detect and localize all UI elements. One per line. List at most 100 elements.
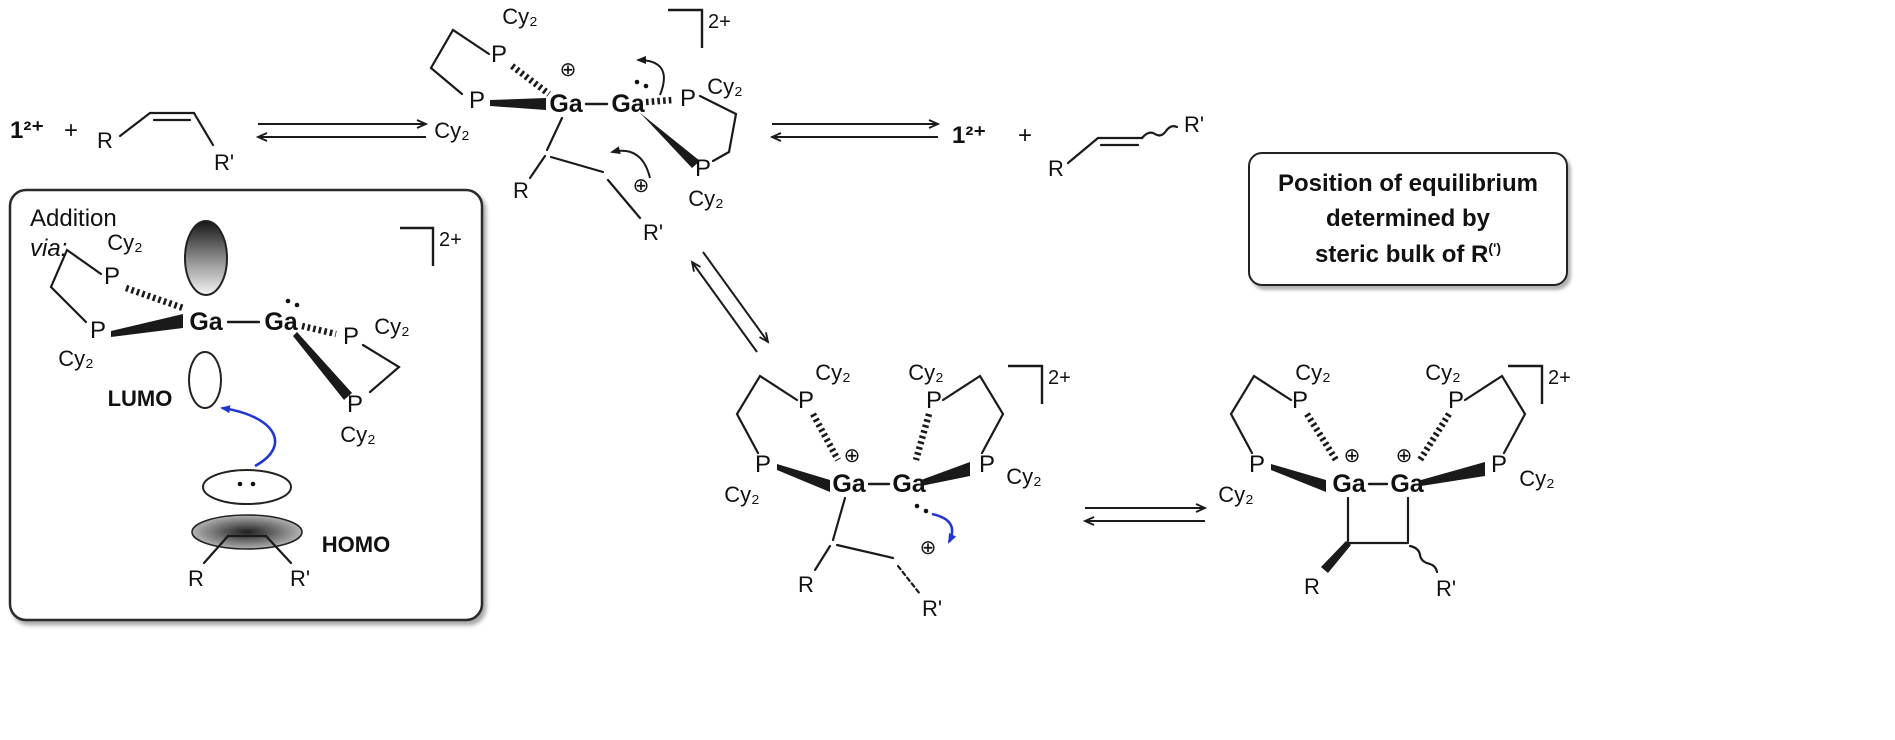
chelate-backbone bbox=[361, 343, 401, 394]
chelate-backbone bbox=[941, 374, 1005, 455]
charge-plus-circled: ⊕ bbox=[920, 537, 937, 559]
bond bbox=[813, 544, 832, 572]
orbital-lobe-filled bbox=[184, 220, 228, 296]
ligand-cy2-label: Cy₂ bbox=[374, 314, 409, 339]
charge-bracket bbox=[668, 8, 704, 48]
products-right: 1²⁺ + R R' bbox=[952, 112, 1204, 181]
bond bbox=[192, 111, 215, 147]
ligand-cy2-label: Cy₂ bbox=[688, 186, 723, 211]
addition-via-box: Addition via: Cy₂ P P Cy₂ Ga Ga 2+ P Cy₂… bbox=[8, 188, 484, 622]
bond bbox=[549, 155, 605, 174]
atom-p-label: P bbox=[798, 387, 814, 414]
chelate-backbone bbox=[49, 248, 103, 324]
charge-plus-circled: ⊕ bbox=[1344, 445, 1361, 467]
charge-plus-circled: ⊕ bbox=[560, 59, 577, 81]
ligand-cy2-label: Cy₂ bbox=[502, 4, 537, 29]
atom-p-label: P bbox=[347, 391, 363, 418]
substituent-r-prime: R' bbox=[643, 220, 663, 245]
lone-pair-dot bbox=[285, 298, 291, 304]
blue-electron-arrow bbox=[220, 405, 277, 468]
chelate-backbone bbox=[735, 374, 799, 455]
atom-p-label: P bbox=[491, 41, 507, 68]
wedge-bond bbox=[1271, 464, 1326, 492]
substituent-r-prime: R' bbox=[214, 150, 234, 175]
orbital-lobe-empty bbox=[188, 351, 222, 409]
reactants-left: 1²⁺ + R R' bbox=[10, 111, 234, 175]
bond bbox=[835, 543, 895, 560]
hashed-bond bbox=[645, 96, 674, 106]
bond bbox=[528, 154, 547, 180]
note-line-3: steric bulk of R(') bbox=[1315, 240, 1501, 269]
addition-title: Addition bbox=[30, 205, 117, 232]
chelate-backbone bbox=[1229, 374, 1293, 455]
atom-p-label: P bbox=[343, 323, 359, 350]
wavy-bond bbox=[1408, 544, 1439, 574]
wedge-bond bbox=[921, 462, 970, 486]
hashed-bond bbox=[1417, 412, 1452, 462]
lone-pair-dot bbox=[914, 503, 920, 509]
ligand-cy2-label: Cy₂ bbox=[908, 360, 943, 385]
atom-p-label: P bbox=[695, 155, 711, 182]
atom-p-label: P bbox=[680, 85, 696, 112]
charge-plus-circled: ⊕ bbox=[1396, 445, 1413, 467]
wedge-bond bbox=[293, 332, 352, 400]
ligand-cy2-label: Cy₂ bbox=[340, 422, 375, 447]
atom-ga-label: Ga bbox=[1332, 470, 1366, 498]
bond bbox=[606, 178, 642, 220]
ligand-cy2-label: Cy₂ bbox=[1425, 360, 1460, 385]
charge-2plus-label: 2+ bbox=[1548, 367, 1571, 389]
curved-arrow bbox=[610, 146, 651, 179]
substituent-r-prime: R' bbox=[1184, 112, 1204, 137]
charge-2plus-label: 2+ bbox=[439, 229, 462, 251]
hashed-bond bbox=[124, 284, 185, 312]
bond bbox=[545, 116, 564, 152]
addition-box-border bbox=[8, 188, 484, 622]
substituent-r-prime: R' bbox=[290, 566, 310, 591]
wedge-bond bbox=[639, 112, 700, 168]
species-1-label: 1²⁺ bbox=[952, 122, 986, 149]
hashed-bond bbox=[810, 412, 841, 462]
hashed-bond bbox=[1304, 412, 1339, 462]
atom-p-label: P bbox=[1448, 387, 1464, 414]
atom-p-label: P bbox=[469, 87, 485, 114]
chelate-backbone bbox=[698, 94, 738, 163]
ligand-cy2-label: Cy₂ bbox=[58, 346, 93, 371]
note-line-3-sup: (') bbox=[1488, 239, 1502, 256]
lumo-label: LUMO bbox=[108, 386, 173, 411]
pi-orbital-ellipse bbox=[202, 469, 292, 505]
plus-sign: + bbox=[1018, 122, 1032, 149]
complex-open-cation-bottom: Cy₂ P P Cy₂ Ga ⊕ Ga Cy₂ P P Cy₂ 2+ R ⊕ R… bbox=[724, 360, 1071, 621]
addition-via: via: bbox=[30, 235, 67, 262]
lone-pair-dot bbox=[250, 481, 256, 487]
substituent-r: R bbox=[513, 178, 529, 203]
dashed-bond bbox=[896, 564, 922, 596]
wedge-bond bbox=[490, 98, 546, 110]
ligand-cy2-label: Cy₂ bbox=[724, 482, 759, 507]
ligand-cy2-label: Cy₂ bbox=[434, 118, 469, 143]
chelate-backbone bbox=[1463, 374, 1527, 455]
substituent-r: R bbox=[798, 572, 814, 597]
lone-pair-dot bbox=[634, 79, 640, 85]
bond bbox=[202, 534, 230, 565]
wedge-bond bbox=[1321, 541, 1351, 573]
hashed-bond bbox=[510, 63, 551, 97]
orbital-lobe-filled bbox=[191, 514, 303, 550]
charge-2plus-label: 2+ bbox=[1048, 367, 1071, 389]
lone-pair-dot bbox=[643, 83, 649, 89]
note-line-3-text: steric bulk of R bbox=[1314, 240, 1489, 268]
bond bbox=[264, 534, 293, 565]
note-line-2: determined by bbox=[1325, 204, 1491, 232]
chelate-backbone bbox=[429, 28, 491, 96]
plus-sign: + bbox=[64, 117, 78, 144]
bond bbox=[118, 111, 152, 138]
lone-pair-dot bbox=[923, 508, 929, 514]
atom-p-label: P bbox=[979, 451, 995, 478]
substituent-r: R bbox=[1304, 574, 1320, 599]
equilibrium-arrow-line bbox=[690, 260, 758, 353]
charge-bracket bbox=[1008, 364, 1044, 404]
atom-p-label: P bbox=[926, 387, 942, 414]
complex-open-cation-top: Cy₂ P P Cy₂ Ga ⊕ Ga 2+ P Cy₂ P Cy₂ R ⊕ R… bbox=[429, 4, 743, 245]
hashed-bond bbox=[912, 413, 933, 461]
equilibrium-arrow-1 bbox=[255, 119, 429, 142]
atom-p-label: P bbox=[1292, 387, 1308, 414]
